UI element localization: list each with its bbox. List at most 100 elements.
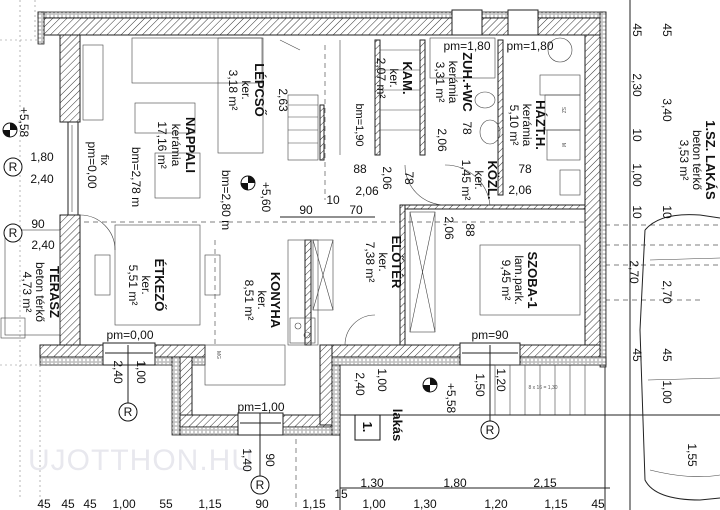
level-value: +5,58	[444, 383, 458, 414]
dimension: 1,15	[544, 497, 568, 510]
dimension: 78	[402, 171, 416, 185]
dimension: 1,00	[630, 163, 644, 187]
dimension: 70	[349, 203, 363, 217]
dimension: 2,30	[630, 73, 644, 97]
room-finish: beton térkő	[33, 262, 47, 322]
dimension: 88	[353, 162, 367, 176]
room-finish: lam.park.	[512, 255, 526, 304]
dimension: 1,15	[302, 497, 326, 510]
dimension: 45	[591, 497, 605, 510]
dimensions: 2,63 1,80 2,40 90 2,40 88 2,06 2,06 78 2…	[30, 23, 699, 510]
appliance-label: MG	[215, 351, 221, 359]
dimension: 45	[61, 497, 75, 510]
dimension: 45	[37, 497, 51, 510]
dimension: 10	[630, 205, 644, 219]
window-mark: R	[486, 423, 495, 437]
dimension: 1,40	[240, 448, 254, 472]
dimension: 15	[334, 487, 348, 501]
dimension: 45	[630, 23, 644, 37]
room-area: 17,16 m²	[155, 121, 169, 168]
dimension: 90	[31, 217, 45, 231]
dimension: 1,00	[362, 497, 386, 510]
dimension: 2,70	[627, 260, 641, 284]
room-name-kamra: KAM.	[400, 61, 415, 94]
dimension: 1,00	[112, 497, 136, 510]
window-mark: R	[256, 478, 265, 492]
dimension: 1,80	[443, 476, 467, 490]
parapet-height: pm=0,00	[85, 141, 99, 188]
windows	[67, 9, 539, 436]
parapet-height: pm=1,80	[443, 39, 490, 53]
dimension: 1,55	[685, 443, 699, 467]
dimension: 90	[263, 453, 277, 467]
room-name-konyha: KONYHA	[268, 272, 283, 329]
room-finish: kerámia	[520, 104, 534, 147]
dimension: 2,40	[111, 360, 125, 384]
dimension: 1,30	[360, 476, 384, 490]
dimension: 45	[630, 348, 644, 362]
room-finish: ker.	[139, 275, 153, 294]
ceiling-height: bm=1,90	[353, 103, 365, 146]
room-area: 8,51 m²	[242, 280, 256, 321]
room-finish: ker.	[387, 68, 401, 87]
dimension: 10	[326, 193, 340, 207]
room-finish: ker.	[376, 252, 390, 271]
room-name-szoba1: SZOBA-1	[525, 251, 540, 308]
dimension: 2,06	[355, 184, 379, 198]
parapet-height: pm=90	[471, 328, 508, 342]
level-marker-icons	[2, 122, 438, 393]
dimension: 2,06	[508, 183, 532, 197]
dimension: 88	[463, 223, 477, 237]
dimension: 2,40	[353, 372, 367, 396]
window-mark: R	[124, 405, 133, 419]
room-finish: ker.	[255, 290, 269, 309]
parapet-height: pm=0,00	[106, 328, 153, 342]
dimension: 2,63	[276, 88, 290, 112]
room-area: 1,45 m²	[459, 160, 473, 201]
dimension: 1,50	[473, 373, 487, 397]
room-name-nappali: NAPPALI	[183, 117, 198, 173]
dimension: 1,20	[494, 368, 508, 392]
dimension: 78	[460, 121, 474, 135]
dimension: 1,00	[134, 360, 148, 384]
appliance-label: SZ	[560, 107, 566, 113]
dimension: 45	[660, 348, 674, 362]
ceiling-height: bm=2,78 m	[129, 147, 143, 207]
level-value: +5,58	[17, 107, 31, 138]
dimension: 2,40	[30, 172, 54, 186]
room-finish: ker.	[239, 80, 253, 99]
parapet-height: pm=1,80	[506, 39, 553, 53]
room-name-kozlekedo: KÖZL.	[485, 161, 500, 200]
dimension: 1,80	[30, 150, 54, 164]
room-name-lakas-terasz: 1.SZ. LAKÁS	[703, 120, 718, 200]
window-marks: R R R R R	[3, 157, 500, 495]
room-area: 5,10 m²	[507, 105, 521, 146]
room-finish: kerámia	[169, 124, 183, 167]
appliance-label: M	[560, 143, 566, 147]
dimension: 1,20	[484, 497, 508, 510]
dimension: 90	[299, 203, 313, 217]
dimension: 2,06	[380, 166, 394, 190]
apartment-number: 1.	[360, 422, 375, 433]
dimension: 2,06	[435, 128, 449, 152]
room-area: 2,07 m²	[374, 58, 388, 99]
parapet-height: pm=1,00	[237, 400, 284, 414]
window-mark: R	[9, 226, 18, 240]
dimension: 45	[660, 23, 674, 37]
room-name-lepcso: LÉPCSŐ	[252, 63, 267, 116]
room-name-eloter: ELŐTÉR	[389, 236, 404, 289]
dimension: 55	[159, 497, 173, 510]
room-area: 4,73 m²	[20, 272, 34, 313]
dimension: 1,00	[660, 380, 674, 404]
stair-calc: 8 x 16 = 1,30	[528, 385, 557, 391]
ceiling-height: bm=2,80 m	[219, 170, 233, 230]
level-marker-icon	[2, 122, 18, 138]
room-area: 7,38 m²	[363, 242, 377, 283]
window-mark: R	[9, 160, 18, 174]
watermark: UJOTTHON.HU	[28, 444, 254, 477]
room-area: 3,53 m²	[677, 140, 691, 181]
room-area: 3,18 m²	[226, 70, 240, 111]
dimension: 2,40	[31, 238, 55, 252]
level-value: +5,60	[259, 182, 273, 213]
